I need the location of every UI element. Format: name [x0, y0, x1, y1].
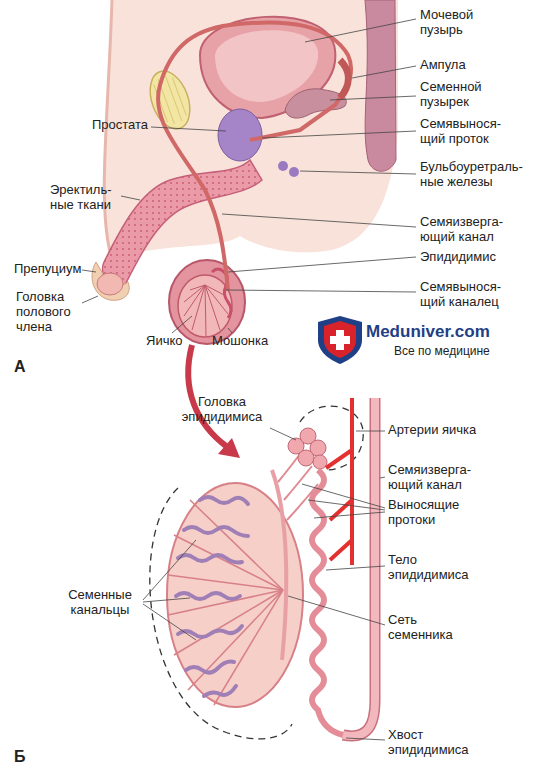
- part-label: Бульбоуретраль-ные железы: [420, 160, 532, 190]
- scrotum: [169, 260, 245, 344]
- prostate: [218, 109, 262, 161]
- vas-deferens: [158, 23, 351, 290]
- bulbourethral-gland: [278, 161, 288, 171]
- septa: [168, 500, 283, 705]
- part-label: Головка полового члена: [16, 290, 80, 335]
- panel-letter: А: [14, 358, 26, 376]
- part-label: Сеть семенника: [388, 613, 468, 643]
- epididymis-head: [288, 428, 327, 469]
- watermark: Meduniver.com: [366, 322, 490, 342]
- erectile-tissue: [103, 160, 262, 286]
- panel-letter: Б: [14, 748, 26, 766]
- glans: [97, 273, 123, 295]
- pubic-bone: [143, 66, 197, 135]
- erectile-dots: [103, 160, 262, 286]
- part-label: Простата: [76, 118, 148, 133]
- part-label: Артерии яичка: [388, 423, 476, 438]
- panel-b: [143, 345, 385, 740]
- part-label: Хвост эпидидимиса: [388, 728, 483, 758]
- part-label: Эпидидимис: [420, 250, 520, 265]
- part-label: Семенные канальцы: [60, 588, 140, 618]
- logo-shield: [318, 316, 362, 364]
- panel-a: [82, 0, 416, 344]
- part-label: Мочевой пузырь: [420, 8, 500, 38]
- ampulla: [340, 60, 348, 98]
- leader-lines: [82, 19, 416, 333]
- part-label: Мошонка: [212, 334, 282, 349]
- part-label: Препуциум: [14, 262, 104, 277]
- bulbourethral-gland: [289, 167, 299, 177]
- testis: [178, 275, 232, 337]
- testis-lobules: [184, 285, 228, 336]
- part-label: Тело эпидидимиса: [388, 553, 483, 583]
- part-label: Семенной пузырек: [420, 80, 500, 110]
- part-label: Семявынося-щий каналец: [420, 280, 510, 310]
- zoom-arrowhead: [218, 438, 240, 458]
- part-label: Выносящие протоки: [388, 498, 473, 528]
- prepuce: [92, 262, 129, 300]
- testicular-arteries: [326, 398, 352, 565]
- seminiferous-tubules: [176, 497, 248, 696]
- part-label: Семявынося-щий проток: [420, 117, 510, 147]
- part-label: Ампула: [420, 58, 500, 73]
- leader-lines: [143, 428, 385, 740]
- part-label: Семяизверга-ющий канал: [420, 215, 512, 245]
- part-label: Семяизверга-ющий канал: [388, 463, 480, 493]
- part-label: Эректиль-ные ткани: [50, 183, 118, 213]
- part-label: Головка эпидидимиса: [172, 395, 272, 425]
- watermark: Все по медицине: [394, 345, 490, 359]
- rectum: [365, 0, 396, 171]
- part-label: Яичко: [146, 334, 196, 349]
